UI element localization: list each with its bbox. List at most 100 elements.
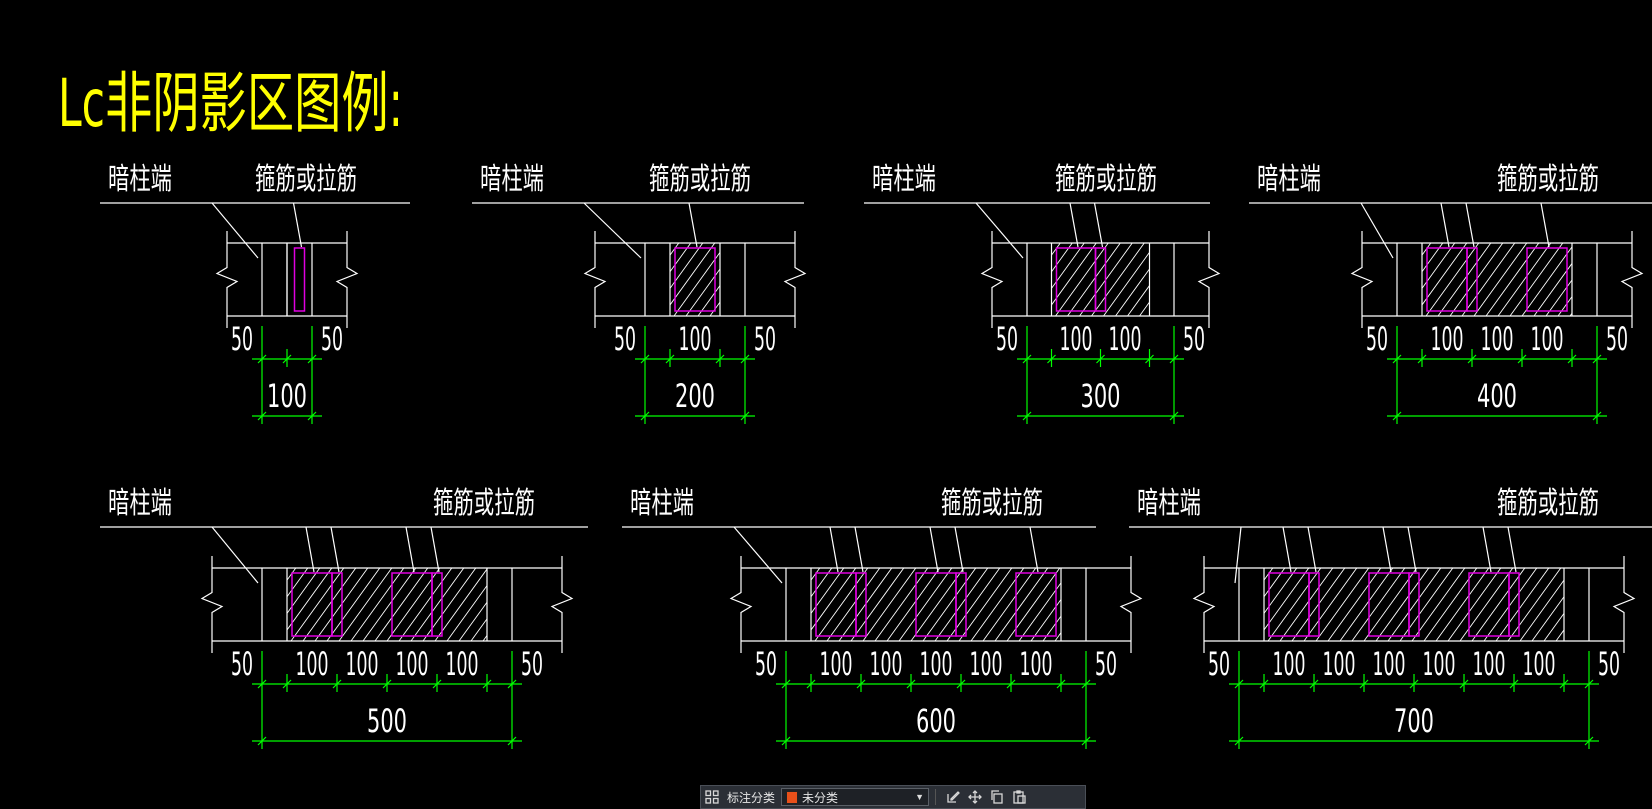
hatch-line: [1642, 233, 1652, 316]
hatch-line: [531, 558, 591, 641]
hatch-line: [910, 568, 965, 641]
column-end-leader: [1360, 202, 1394, 259]
stirrup: [1508, 572, 1520, 637]
dimension-value: 100: [1473, 645, 1506, 683]
hatch-line: [1435, 568, 1490, 641]
dimension-value: 50: [1183, 320, 1205, 358]
dimension-tick: [1517, 354, 1527, 364]
hatch-line: [811, 568, 821, 581]
hatch-line: [1042, 615, 1061, 641]
hatch-line: [1208, 558, 1268, 641]
hatch-line: [1387, 568, 1442, 641]
tie-leader: [1029, 526, 1039, 573]
copy-icon[interactable]: [986, 786, 1008, 808]
dimension-tick: [1417, 354, 1427, 364]
hatch-line: [1568, 558, 1628, 641]
tie-leader: [688, 202, 698, 248]
edit-icon[interactable]: [942, 786, 964, 808]
dimension-tick: [640, 354, 650, 364]
break-line: [335, 231, 359, 328]
column-end-leader: [211, 202, 259, 259]
hatch-line: [386, 568, 441, 641]
hatch-area: [1208, 558, 1628, 641]
hatch-line: [1327, 568, 1382, 641]
dimension-tick: [1047, 354, 1056, 364]
total-dimension-value: 600: [916, 702, 956, 740]
hatch-line: [1303, 568, 1358, 641]
hatch-line: [1507, 568, 1562, 641]
tie-leader: [405, 526, 415, 573]
tie-leader: [1069, 202, 1079, 248]
hatch-line: [1264, 568, 1310, 631]
hatch-line: [1279, 568, 1334, 641]
hatch-line: [590, 233, 650, 316]
dimension-tick: [1409, 679, 1419, 689]
hatch-line: [338, 568, 393, 641]
hatch-line: [922, 568, 977, 641]
dimension-value: 100: [870, 645, 903, 683]
hatch-line: [670, 243, 680, 256]
hatch-line: [758, 233, 818, 316]
dimension-value: 100: [679, 320, 712, 358]
hatch-line: [1422, 243, 1468, 306]
hatch-area: [1051, 233, 1272, 316]
leader-group: 暗柱端箍筋或拉筋: [1249, 162, 1652, 259]
dimension-tick: [282, 354, 292, 364]
hatch-line: [279, 233, 339, 316]
break-line: [1197, 231, 1221, 328]
hatch-line: [1422, 243, 1456, 290]
tie-leader: [1382, 526, 1392, 573]
tie-label: 箍筋或拉筋: [1497, 162, 1599, 197]
dimension-tick: [332, 679, 342, 689]
paste-icon[interactable]: [1008, 786, 1030, 808]
category-color-swatch: [786, 790, 799, 804]
dimension-value: 100: [1323, 645, 1356, 683]
hatch-line: [1606, 233, 1652, 316]
stirrup: [674, 247, 716, 312]
break-line: [583, 231, 607, 328]
dimension-value: 50: [1208, 645, 1230, 683]
grid-icon[interactable]: [701, 786, 723, 808]
hatch-line: [231, 233, 291, 316]
hatch-line: [946, 568, 1001, 641]
hatch-line: [1212, 233, 1272, 316]
hatch-line: [709, 301, 720, 316]
dimension-tick: [1592, 411, 1602, 421]
hatch-line: [410, 568, 465, 641]
stirrup: [1094, 247, 1107, 312]
dimension-tick: [1145, 354, 1154, 364]
hatch-line: [1582, 233, 1642, 316]
hatch-line: [782, 233, 842, 316]
hatch-line: [374, 568, 429, 641]
hatch-line: [1091, 243, 1145, 316]
hatch-line: [1423, 568, 1478, 641]
hatch-line: [1471, 568, 1526, 641]
hatch-line: [339, 233, 399, 316]
hatch-line: [1315, 568, 1370, 641]
hatch-line: [1569, 312, 1572, 316]
dimension-tick: [257, 411, 267, 421]
hatch-line: [1264, 568, 1298, 615]
hatch-line: [1459, 568, 1514, 641]
dimension-value: 100: [1481, 320, 1514, 358]
category-dropdown[interactable]: 未分类 ▼: [781, 788, 930, 806]
hatch-line: [350, 568, 405, 641]
move-icon[interactable]: [964, 786, 986, 808]
column-end-label: 暗柱端: [480, 162, 544, 197]
break-line: [1620, 231, 1644, 328]
tie-leader: [1307, 526, 1317, 573]
hatch-line: [555, 558, 615, 641]
dimension-value: 100: [1273, 645, 1306, 683]
hatch-line: [722, 233, 782, 316]
tie-leader: [1407, 526, 1417, 573]
hatch-line: [326, 568, 381, 641]
hatch-line: [287, 568, 321, 615]
annotation-toolbar: 标注分类 未分类 ▼: [700, 785, 1086, 809]
hatch-line: [958, 568, 1013, 641]
hatch-line: [1079, 243, 1133, 316]
